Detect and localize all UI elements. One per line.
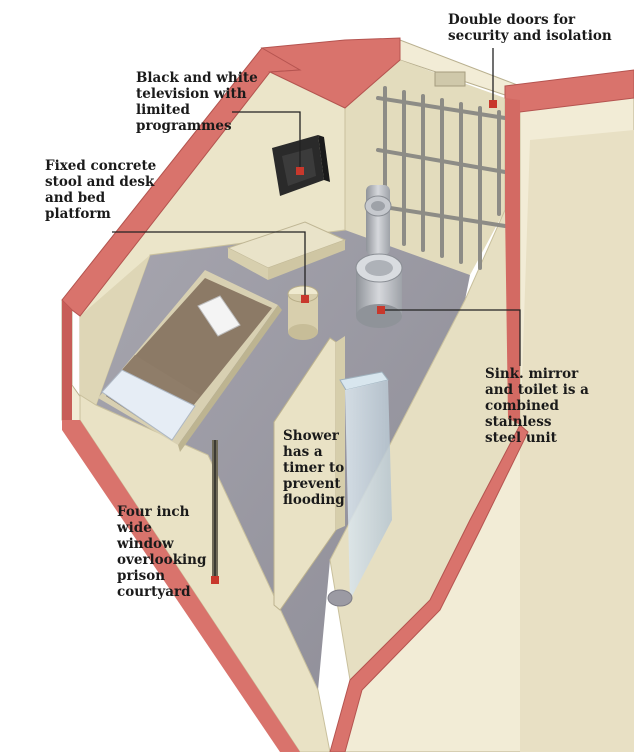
barred-door <box>376 86 507 270</box>
book <box>197 295 241 337</box>
shower-glass <box>345 380 392 600</box>
inner-front-wall <box>79 394 331 752</box>
leader-stool <box>112 231 306 296</box>
marker-window <box>211 576 219 584</box>
wall-top-right <box>504 69 634 113</box>
label-stool-desk-bed: Fixed concrete stool and desk and bed pl… <box>45 158 157 222</box>
label-shower: Shower has a timer to prevent flooding <box>283 428 345 508</box>
leader-sink <box>381 309 521 366</box>
wall-top-right-edge <box>505 98 520 425</box>
wall-top-back <box>260 37 401 109</box>
pillow <box>101 369 196 441</box>
marker-sink <box>377 306 385 314</box>
label-window: Four inch wide window overlooking prison… <box>117 504 207 600</box>
wall-top-near-right <box>329 424 529 752</box>
marker-tv <box>296 167 304 175</box>
marker-stool <box>301 295 309 303</box>
leader-lines <box>112 48 521 578</box>
callout-markers <box>211 100 497 584</box>
label-sink-toilet: Sink. mirror and toilet is a combined st… <box>485 366 589 446</box>
marker-doors <box>489 100 497 108</box>
wall-top-near <box>62 420 300 752</box>
leader-tv <box>232 111 301 168</box>
label-double-doors: Double doors for security and isolation <box>448 12 612 44</box>
inner-left-wall-shade <box>80 255 150 405</box>
shower-drain <box>327 589 353 607</box>
desk <box>226 221 347 280</box>
label-television: Black and white television with limited … <box>136 70 258 134</box>
bed <box>98 270 282 452</box>
wall-cut-edge <box>62 300 72 420</box>
outer-wall-right-shade <box>520 130 634 752</box>
shower-area <box>273 336 392 611</box>
stool <box>287 285 319 340</box>
outer-door-slot <box>434 71 466 87</box>
